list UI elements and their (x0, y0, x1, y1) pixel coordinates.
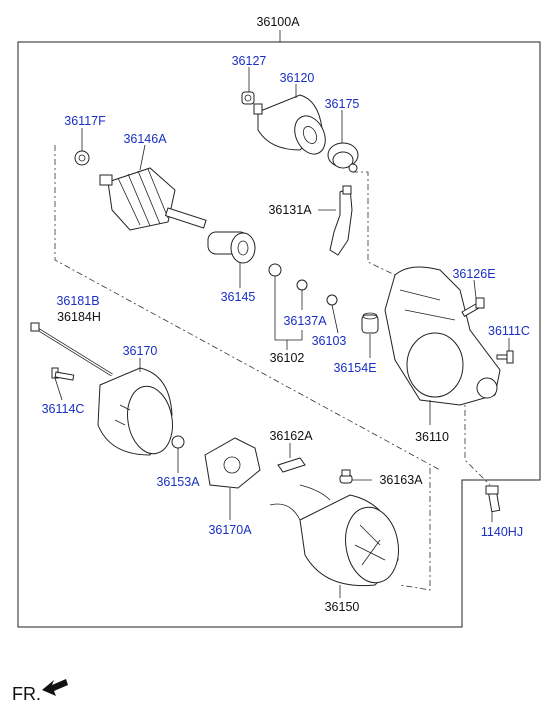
washer-36153A (171, 435, 185, 449)
label-36110: 36110 (415, 430, 449, 444)
label-36117F: 36117F (64, 114, 106, 128)
nut-36127 (241, 91, 255, 105)
stop-ring-36103 (326, 294, 338, 306)
label-36102: 36102 (270, 351, 305, 365)
label-36131A: 36131A (268, 203, 312, 217)
front-housing-36110 (384, 266, 501, 406)
screw-36114C (51, 367, 75, 381)
assembly-guide-right (352, 171, 396, 276)
through-bolt-36181B (30, 322, 113, 377)
clip-36162A (277, 457, 306, 473)
label-36145: 36145 (221, 290, 256, 304)
label-36103: 36103 (312, 334, 347, 348)
label-36163A: 36163A (379, 473, 423, 487)
leader-lines (54, 67, 510, 598)
assembly-guide-bolt (464, 340, 491, 486)
shift-lever-36131A (329, 185, 353, 256)
washer-36102-a (268, 263, 282, 277)
front-label: FR. (12, 684, 41, 704)
label-36170A: 36170A (208, 523, 252, 537)
label-36120: 36120 (280, 71, 315, 85)
front-arrow-icon (42, 679, 68, 696)
bolt-36126E (461, 297, 485, 318)
screw-36111C (496, 350, 514, 364)
label-36162A: 36162A (269, 429, 313, 443)
label-36184H: 36184H (57, 310, 101, 324)
label-36137A: 36137A (283, 314, 327, 328)
label-36114C: 36114C (42, 402, 85, 416)
assembly-guide-left (54, 145, 441, 471)
washer-36117F (74, 150, 90, 166)
label-36146A: 36146A (123, 132, 167, 146)
assembly-guide-bottom (399, 468, 431, 591)
label-36100A: 36100A (256, 15, 300, 29)
armature-36146A (99, 167, 207, 231)
pinion-36145 (207, 231, 256, 264)
label-36150: 36150 (325, 600, 360, 614)
yoke-36170 (97, 367, 173, 456)
label-36181B: 36181B (56, 294, 99, 308)
label-36153A: 36153A (156, 475, 200, 489)
label-36127: 36127 (232, 54, 267, 68)
label-1140HJ: 1140HJ (481, 525, 523, 539)
bushing-36154E (361, 312, 379, 334)
assembly-frame (17, 41, 541, 628)
label-36154E: 36154E (333, 361, 376, 375)
label-36170: 36170 (123, 344, 158, 358)
ring-36137A (296, 279, 308, 291)
solenoid-36120 (253, 94, 326, 155)
cap-36163A (339, 469, 353, 484)
label-36126E: 36126E (452, 267, 495, 281)
label-36111C: 36111C (488, 324, 530, 338)
brush-holder-36170A (204, 437, 261, 489)
front-direction-marker: FR. (12, 679, 68, 704)
label-36175: 36175 (325, 97, 360, 111)
bolt-1140HJ (485, 485, 501, 513)
plunger-36175 (327, 142, 359, 173)
rear-housing-36150 (269, 484, 399, 587)
